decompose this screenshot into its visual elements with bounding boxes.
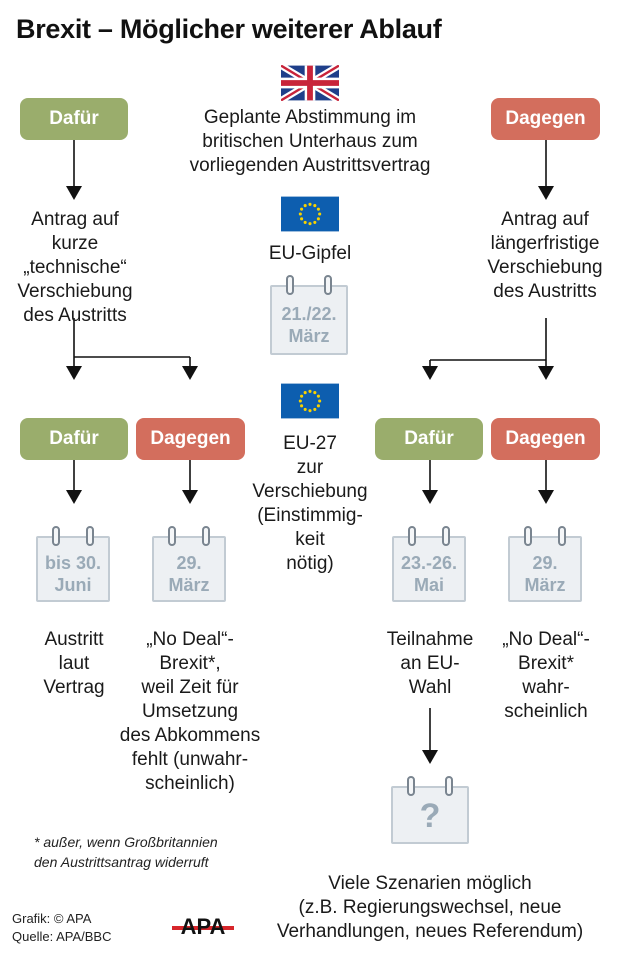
long-delay-request-text: Antrag auf längerfristige Verschiebung d… bbox=[487, 209, 603, 302]
right-yes-date: 23.-26. Mai bbox=[400, 553, 458, 595]
apa-logo-icon: APA bbox=[172, 912, 234, 942]
eu-summit-label: EU-Gipfel bbox=[268, 243, 352, 264]
apa-logo-text: APA bbox=[181, 914, 226, 939]
right-no-date: 29. März bbox=[524, 553, 566, 595]
eu27-text: EU-27 zur Verschiebung (Einstimmig- keit… bbox=[252, 433, 368, 574]
source-credit: Quelle: APA/BBC bbox=[12, 929, 112, 944]
calendar-icon: 29. März bbox=[152, 526, 226, 602]
short-delay-request-text: Antrag auf kurze „technische“ Verschiebu… bbox=[17, 209, 133, 326]
calendar-icon: 29. März bbox=[508, 526, 582, 602]
calendar-icon: 23.-26. Mai bbox=[392, 526, 466, 602]
left-yes-outcome: Austritt laut Vertrag bbox=[43, 629, 105, 698]
calendar-icon: bis 30. Juni bbox=[36, 526, 110, 602]
graphic-credit: Grafik: © APA bbox=[12, 911, 92, 926]
unknown-date: ? bbox=[419, 797, 441, 835]
final-outcome-text: Viele Szenarien möglich (z.B. Regierungs… bbox=[276, 873, 584, 942]
eu-flag-icon bbox=[281, 383, 339, 419]
yes-badge-left: Dafür bbox=[20, 418, 128, 460]
left-yes-date: bis 30. Juni bbox=[44, 553, 102, 595]
footnote: * außer, wenn Großbritannien den Austrit… bbox=[34, 834, 218, 870]
left-no-date: 29. März bbox=[168, 553, 210, 595]
no-badge-right: Dagegen bbox=[491, 418, 600, 460]
summit-date: 21./22. März bbox=[281, 304, 337, 346]
uk-flag-icon bbox=[281, 65, 339, 101]
no-badge-left: Dagegen bbox=[136, 418, 245, 460]
right-yes-outcome: Teilnahme an EU- Wahl bbox=[386, 629, 474, 698]
no-badge-top: Dagegen bbox=[491, 98, 600, 140]
calendar-icon: 21./22. März bbox=[270, 275, 348, 355]
calendar-icon: ? bbox=[391, 776, 469, 844]
vote-text: Geplante Abstimmung im britischen Unterh… bbox=[189, 107, 431, 176]
eu-flag-icon bbox=[281, 196, 339, 232]
yes-badge-right: Dafür bbox=[375, 418, 483, 460]
right-no-outcome: „No Deal“- Brexit* wahr- scheinlich bbox=[502, 629, 590, 722]
yes-badge-top: Dafür bbox=[20, 98, 128, 140]
left-no-outcome: „No Deal“- Brexit*, weil Zeit für Umsetz… bbox=[119, 629, 261, 794]
page-title: Brexit – Möglicher weiterer Ablauf bbox=[16, 14, 442, 44]
